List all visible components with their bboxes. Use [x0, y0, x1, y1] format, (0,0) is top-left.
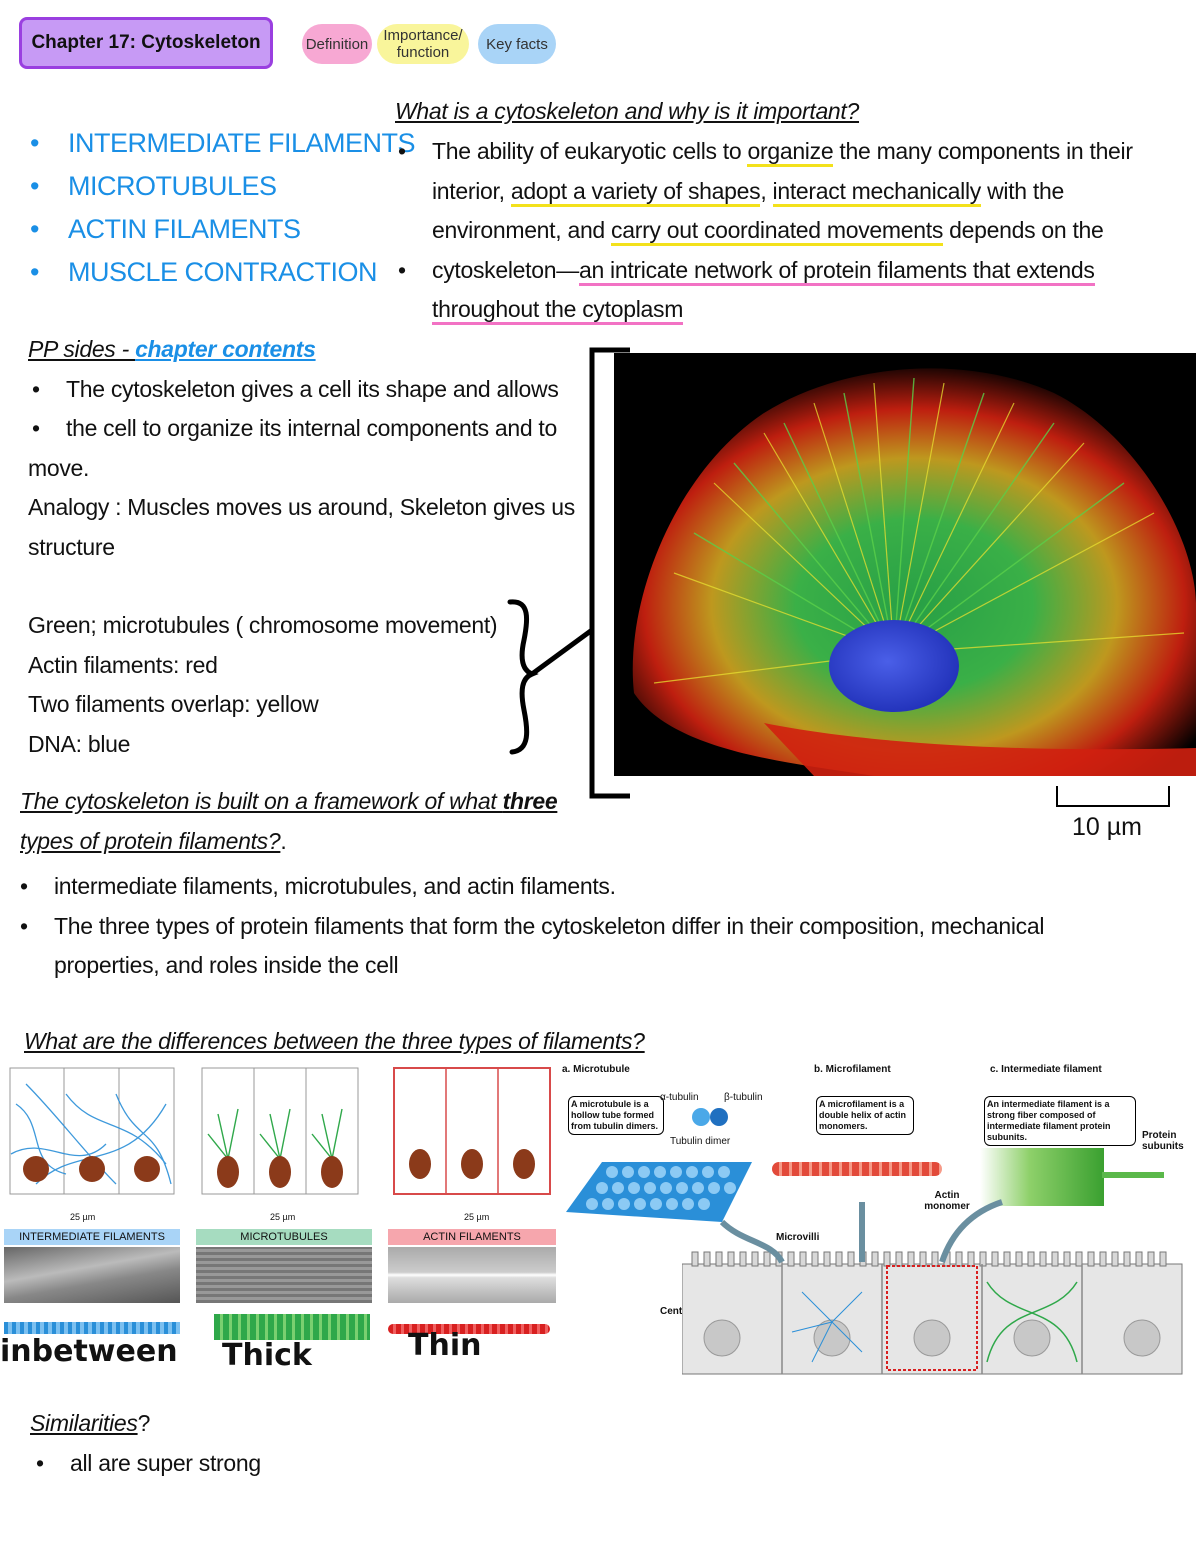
- diagram-c-title: c. Intermediate filament: [990, 1064, 1102, 1075]
- scale-label: 25 µm: [270, 1212, 296, 1222]
- scale-label: 25 µm: [464, 1212, 490, 1222]
- question-three-filaments: The cytoskeleton is built on a framework…: [20, 788, 558, 854]
- beta-tubulin-label: β-tubulin: [724, 1092, 763, 1103]
- protein-subunits-label: Protein subunits: [1142, 1130, 1184, 1152]
- pp-cont: move.: [28, 454, 90, 481]
- label-actin-filaments: ACTIN FILAMENTS: [388, 1229, 556, 1245]
- chapter-contents-link[interactable]: chapter contents: [135, 336, 316, 362]
- answer-q2-bullet-2: The three types of protein filaments tha…: [54, 907, 1114, 986]
- scale-label: 25 µm: [70, 1212, 96, 1222]
- legend-item: Two filaments overlap: yellow: [28, 691, 319, 717]
- pp-analogy: Analogy : Muscles moves us around, Skele…: [28, 494, 575, 560]
- handwritten-thin: Thin: [408, 1328, 482, 1363]
- alpha-tubulin-label: α-tubulin: [660, 1092, 699, 1103]
- intermediate-cells-illustration: [9, 1067, 175, 1195]
- intermediate-filament-illustration: [980, 1148, 1104, 1206]
- handwritten-inbetween: inbetween: [0, 1334, 178, 1369]
- topic-item: INTERMEDIATE FILAMENTS: [30, 122, 416, 165]
- pp-heading: PP sides - chapter contents: [28, 336, 316, 362]
- protein-subunit-strand: [1102, 1172, 1164, 1178]
- topic-item: MUSCLE CONTRACTION: [30, 251, 415, 294]
- pp-section: PP sides - chapter contents The cytoskel…: [28, 330, 588, 764]
- filament-structure-diagram: a. Microtubule A microtubule is a hollow…: [562, 1062, 1192, 1382]
- tag-definition: Definition: [302, 24, 372, 64]
- intermediate-filament-model: [4, 1322, 180, 1334]
- topic-item: MICROTUBULES: [30, 165, 415, 208]
- filament-panel-actin: [390, 1064, 555, 1219]
- topic-list: INTERMEDIATE FILAMENTS MICROTUBULES ACTI…: [30, 122, 416, 294]
- microtubule-model: [214, 1314, 370, 1340]
- microvilli-label: Microvilli: [776, 1232, 820, 1243]
- answer-q2-bullet-1: intermediate filaments, microtubules, an…: [54, 867, 1114, 907]
- legend-item: DNA: blue: [28, 730, 131, 757]
- question-what-is-cytoskeleton: What is a cytoskeleton and why is it imp…: [395, 98, 860, 124]
- connecting-arrows: [719, 1199, 1003, 1264]
- scale-bar: [1056, 786, 1170, 807]
- microfilament-illustration: [772, 1162, 942, 1176]
- diagram-b-title: b. Microfilament: [814, 1064, 891, 1075]
- legend-item: Actin filaments: red: [28, 651, 218, 678]
- label-microtubules: MICROTUBULES: [196, 1229, 372, 1245]
- microtubule-cells-illustration: [201, 1067, 359, 1195]
- diagram-b-desc: A microfilament is a double helix of act…: [816, 1096, 914, 1135]
- scale-bar-label: 10 µm: [1072, 813, 1142, 841]
- answer-q2: intermediate filaments, microtubules, an…: [54, 867, 1114, 986]
- answer-q1: The ability of eukaryotic cells to organ…: [432, 132, 1172, 330]
- chapter-title: Chapter 17: Cytoskeleton: [19, 17, 273, 69]
- legend-item: Green; microtubules ( chromosome movemen…: [28, 612, 498, 638]
- tubulin-dimer-icon: [692, 1108, 728, 1126]
- actin-filament-model: [388, 1324, 550, 1334]
- topic-item: ACTIN FILAMENTS: [30, 208, 415, 251]
- label-intermediate-filaments: INTERMEDIATE FILAMENTS: [4, 1229, 180, 1245]
- filament-panel-microtubules: [198, 1064, 363, 1219]
- answer-bullet-2: cytoskeleton—an intricate network of pro…: [432, 251, 1172, 330]
- question-differences: What are the differences between the thr…: [24, 1028, 645, 1054]
- pp-bullet-2: the cell to organize its internal compon…: [66, 415, 557, 441]
- diagram-a-desc: A microtubule is a hollow tube formed fr…: [568, 1096, 664, 1135]
- filament-panels: 25 µm 25 µm 25 µm INTERMEDIATE FILAMENTS…: [0, 1064, 560, 1384]
- similarities-bullet: all are super strong: [70, 1444, 261, 1484]
- tag-importance: Importance/ function: [377, 24, 469, 64]
- pp-bullet-1: The cytoskeleton gives a cell its shape …: [66, 376, 559, 402]
- similarities-heading: Similarities?: [30, 1410, 151, 1436]
- actin-monomer-label: Actin monomer: [924, 1190, 970, 1212]
- filament-panel-intermediate: [6, 1064, 178, 1219]
- em-image-actin: [388, 1247, 556, 1303]
- actin-cells-illustration: [393, 1067, 551, 1195]
- epithelial-cells-illustration: [682, 1251, 1183, 1375]
- microtubule-illustration: [566, 1162, 752, 1222]
- hand-drawn-brace: [507, 347, 630, 799]
- answer-bullet-1: The ability of eukaryotic cells to organ…: [432, 132, 1172, 251]
- diagram-a-title: a. Microtubule: [562, 1064, 630, 1075]
- diagram-c-desc: An intermediate filament is a strong fib…: [984, 1096, 1136, 1146]
- cytoskeleton-micrograph: [614, 353, 1196, 776]
- tubulin-dimer-label: Tubulin dimer: [670, 1136, 731, 1147]
- tag-key-facts: Key facts: [478, 24, 556, 64]
- em-image-intermediate: [4, 1247, 180, 1303]
- em-image-microtubules: [196, 1247, 372, 1303]
- handwritten-thick: Thick: [222, 1338, 312, 1373]
